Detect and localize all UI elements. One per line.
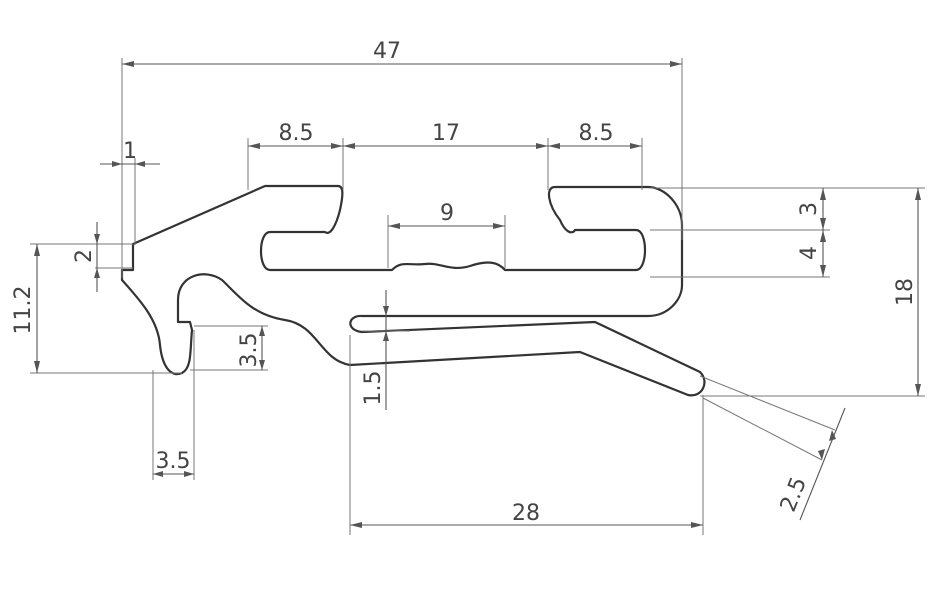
dim-inner-center: 9 (440, 201, 454, 226)
dim-left-slot: 8.5 (279, 121, 314, 146)
dim-hook-depth: 3.5 (237, 333, 262, 368)
dim-right-mid: 4 (797, 246, 822, 260)
dim-lip-height: 2 (72, 249, 97, 263)
seal-profile (120, 184, 706, 397)
dim-lip-width: 1 (123, 139, 137, 164)
dimension-lines (34, 61, 921, 528)
dim-total-height: 18 (893, 278, 918, 306)
dim-center-span: 17 (432, 121, 460, 146)
dim-hook-width: 3.5 (156, 449, 191, 474)
dim-right-slot: 8.5 (579, 121, 614, 146)
dim-thin-gap: 1.5 (361, 371, 386, 406)
dimension-labels: 47 8.5 17 8.5 1 2 11.2 9 3 4 18 3.5 3.5 … (11, 39, 918, 526)
dim-right-top: 3 (797, 202, 822, 216)
dim-flap-length: 28 (512, 501, 540, 526)
dim-overall-width: 47 (373, 39, 401, 64)
profile-outer-outline (120, 184, 706, 397)
dim-flap-thickness: 2.5 (776, 474, 812, 516)
dim-left-height: 11.2 (11, 286, 36, 335)
extension-lines (30, 58, 925, 535)
